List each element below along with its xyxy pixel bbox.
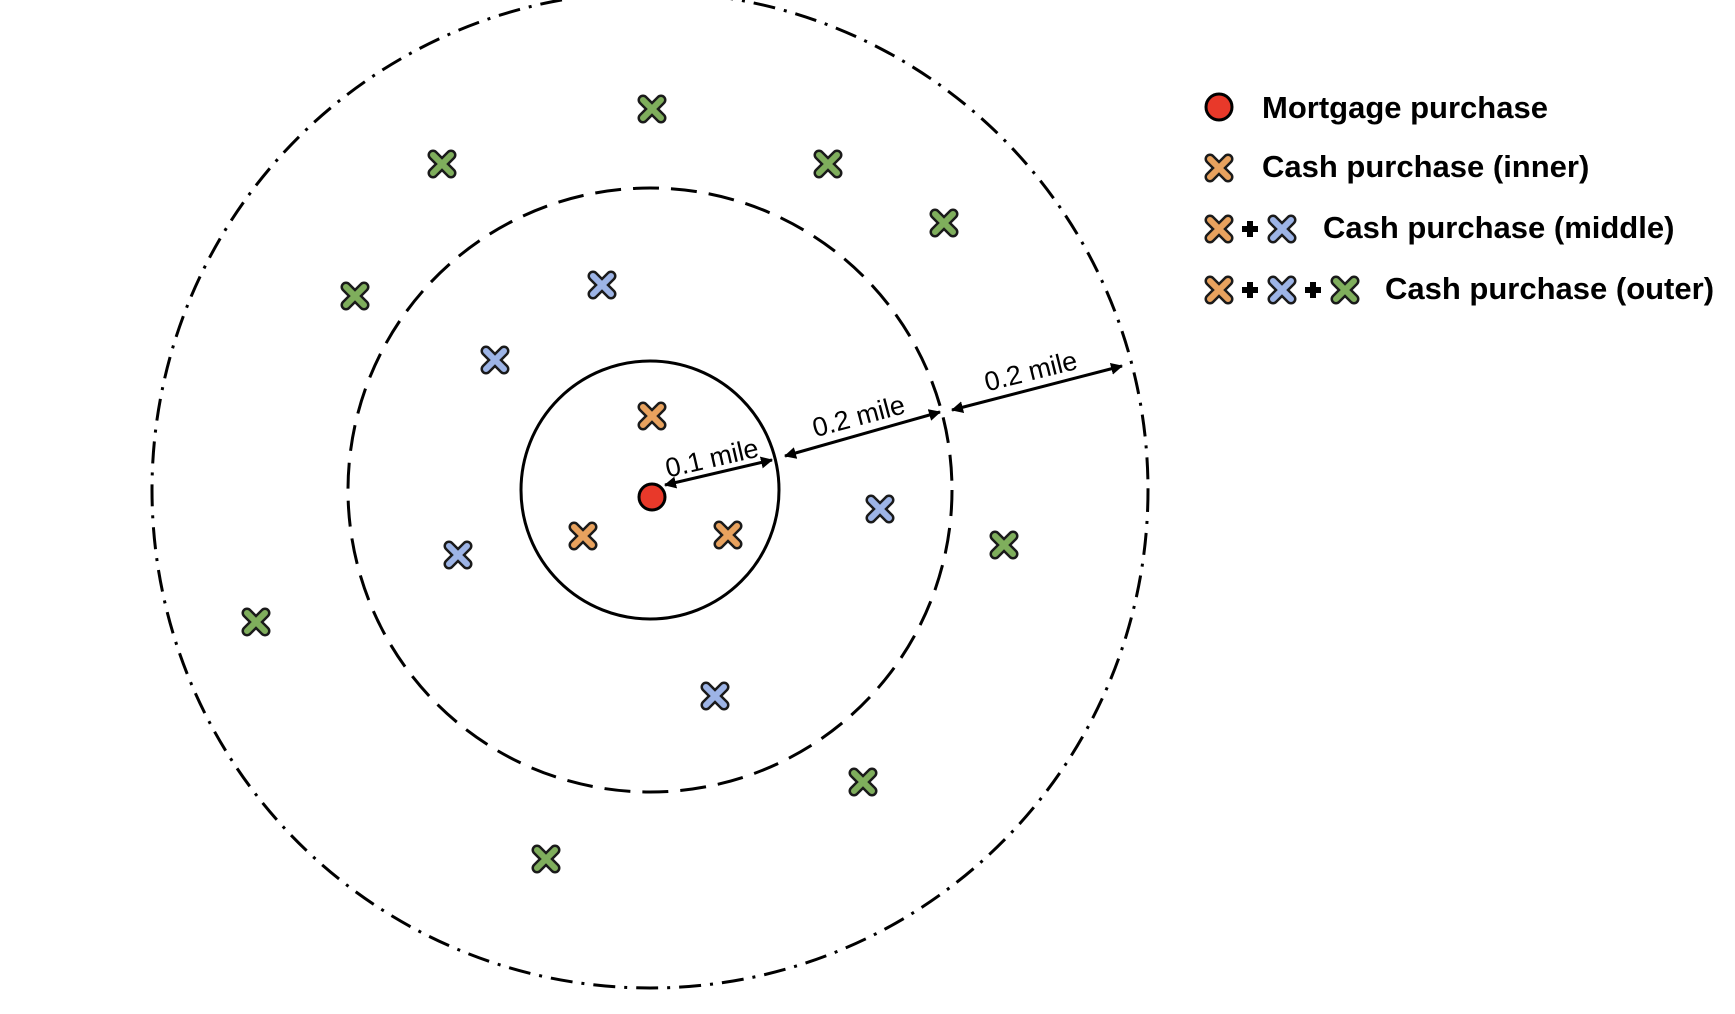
middle-ring (346, 186, 954, 794)
cash-purchase-middle-marker (700, 681, 730, 711)
legend-item-mortgage: Mortgage purchase (1204, 90, 1548, 125)
legend-label-middle: Cash purchase (middle) (1323, 210, 1674, 245)
legend-label-outer: Cash purchase (outer) (1385, 271, 1714, 306)
cash-purchase-outer-marker (813, 149, 843, 179)
cash-purchase-outer-marker (929, 208, 959, 238)
cash-purchase-outer-marker (989, 530, 1019, 560)
cash-purchase-inner-marker (713, 520, 743, 550)
legend-inner-marker (1204, 153, 1234, 183)
legend-inner-marker (1204, 275, 1234, 305)
mortgage-purchase-dot (637, 482, 667, 512)
legend-item-outer: Cash purchase (outer) (1204, 271, 1714, 306)
cash-purchase-middle-marker (865, 494, 895, 524)
plus-icon (1242, 221, 1258, 237)
legend-item-middle: Cash purchase (middle) (1204, 210, 1674, 245)
cash-purchase-outer-marker (531, 844, 561, 874)
cash-purchase-outer-marker (340, 281, 370, 311)
legend-outer-marker (1330, 275, 1360, 305)
cash-purchase-middle-marker (480, 345, 510, 375)
plus-icon (1305, 282, 1321, 298)
cash-purchase-inner-marker (637, 401, 667, 431)
outer-width-arrow (951, 362, 1123, 414)
legend-middle-marker (1267, 275, 1297, 305)
cash-purchase-outer-marker (637, 94, 667, 124)
cash-purchase-inner-marker (568, 521, 598, 551)
outer-ring (150, 0, 1150, 990)
inner-ring (519, 359, 781, 621)
legend-middle-marker (1267, 214, 1297, 244)
legend-label-mortgage: Mortgage purchase (1262, 90, 1548, 125)
cash-purchase-outer-marker (241, 607, 271, 637)
inner-radius-arrow (664, 456, 773, 489)
middle-width-arrow (784, 409, 941, 459)
legend: Mortgage purchase Cash purchase (inner) … (1204, 90, 1714, 306)
cash-purchase-markers (241, 94, 1019, 874)
inner-radius-label: 0.1 mile (663, 433, 762, 483)
cash-purchase-middle-marker (443, 540, 473, 570)
cash-purchase-outer-marker (427, 149, 457, 179)
plus-icon (1242, 282, 1258, 298)
cash-purchase-outer-marker (848, 767, 878, 797)
legend-inner-marker (1204, 214, 1234, 244)
legend-item-inner: Cash purchase (inner) (1204, 149, 1589, 184)
cash-purchase-middle-marker (587, 270, 617, 300)
legend-mortgage-dot (1204, 92, 1234, 122)
legend-label-inner: Cash purchase (inner) (1262, 149, 1589, 184)
